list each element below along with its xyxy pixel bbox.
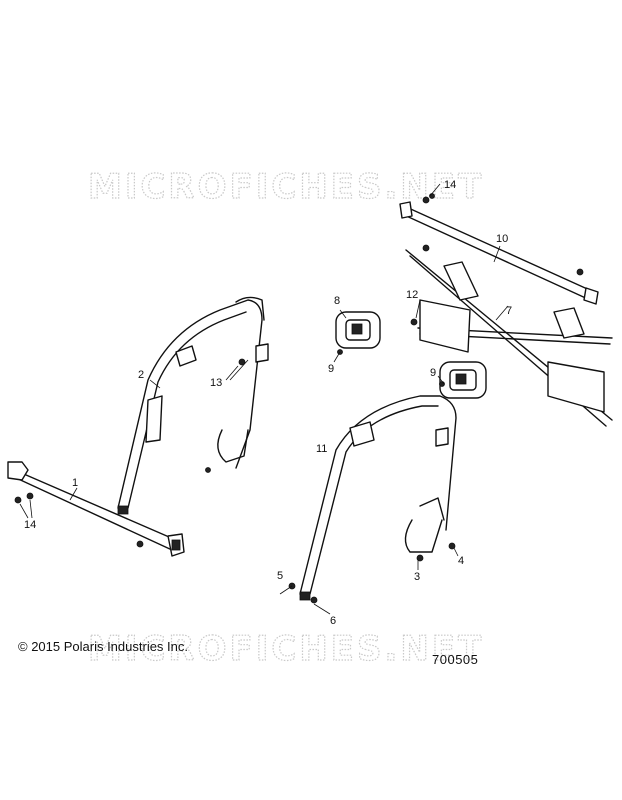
callout-10: 10 [496, 233, 508, 245]
watermark-bottom: MICROFICHES.NET [88, 629, 484, 669]
callout-9a: 9 [328, 363, 334, 375]
callout-13: 13 [210, 377, 222, 389]
callout-6: 6 [330, 615, 336, 627]
copyright-text: © 2015 Polaris Industries Inc. [18, 639, 188, 654]
hardware-fasteners [14, 193, 584, 604]
part-9-mirror-right [439, 361, 487, 399]
callout-9b: 9 [430, 367, 436, 379]
watermark-top: MICROFICHES.NET [88, 167, 484, 207]
part-11-right-roll-bar [299, 395, 457, 601]
callout-1: 1 [72, 477, 78, 489]
callout-11: 11 [316, 443, 327, 455]
part-2-left-roll-bar [117, 296, 269, 515]
callout-8: 8 [334, 295, 340, 307]
part-10-upper-rear-tube [399, 201, 599, 305]
callout-7: 7 [506, 305, 512, 317]
callout-14a: 14 [444, 179, 456, 191]
callout-2: 2 [138, 369, 144, 381]
callout-12: 12 [406, 289, 418, 301]
part-7-rear-brace [405, 249, 613, 427]
part-1-front-cross-tube [7, 461, 185, 557]
callout-5: 5 [277, 570, 283, 582]
callout-3: 3 [414, 571, 420, 583]
figure-number: 700505 [432, 652, 478, 667]
callout-14b: 14 [24, 519, 36, 531]
callout-4: 4 [458, 555, 464, 567]
part-8-mirror [335, 311, 381, 349]
leader-lines [19, 183, 509, 615]
